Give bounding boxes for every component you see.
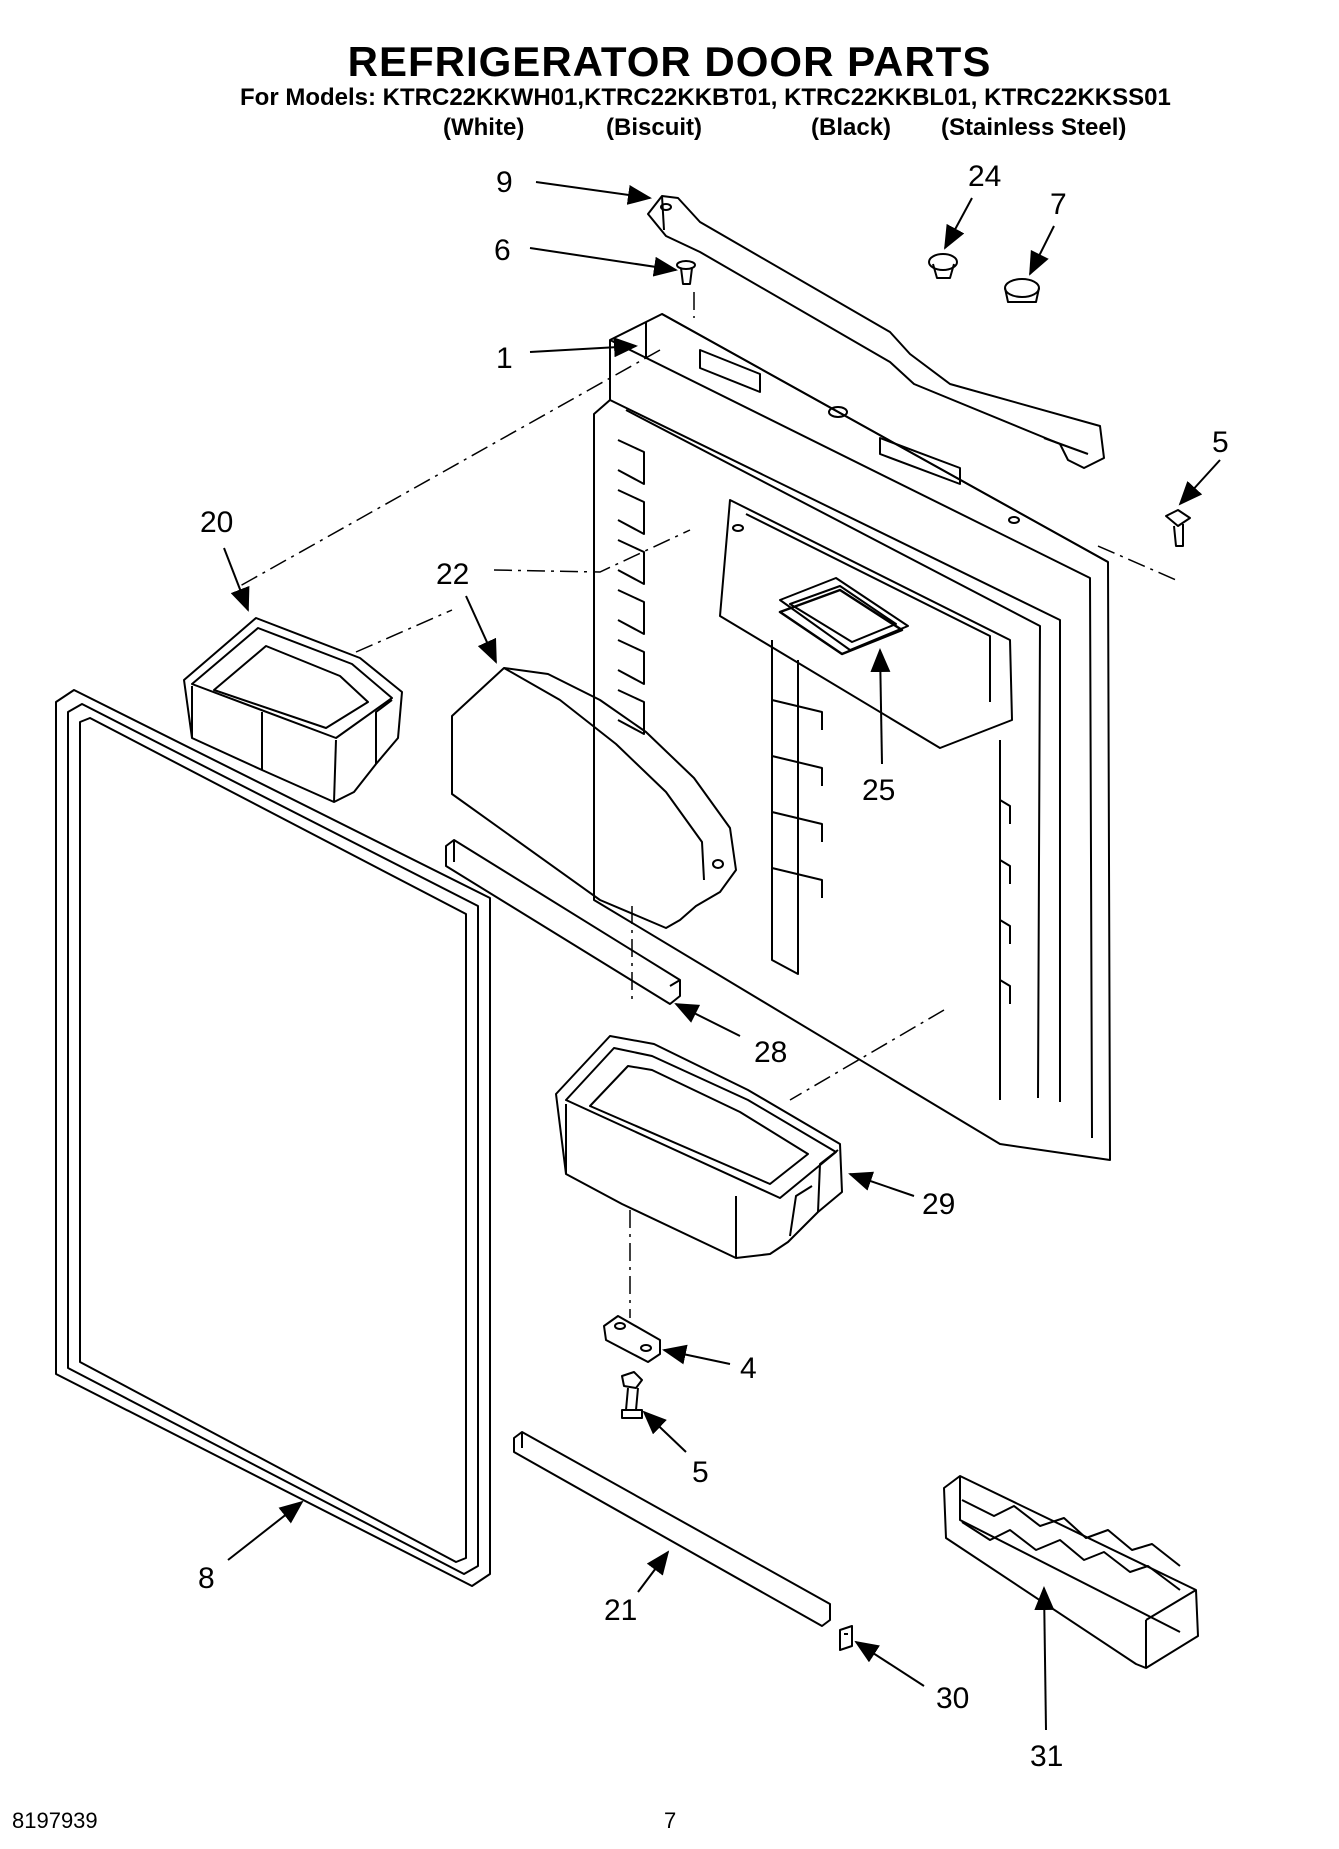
- leader-28: [674, 1003, 741, 1037]
- leader-8: [227, 1500, 304, 1561]
- callout-30: 30: [936, 1682, 969, 1715]
- part-29-door-bin: [555, 1035, 843, 1259]
- part-28-trim-strip: [445, 839, 681, 1005]
- part-9-door-cap: [647, 195, 1105, 469]
- align-line-frame-to-gasket: [239, 349, 661, 587]
- leader-20: [223, 547, 250, 612]
- callout-5-bottom: 5: [692, 1456, 709, 1489]
- leader-25: [870, 648, 891, 765]
- callout-20: 20: [200, 506, 233, 539]
- callout-28: 28: [754, 1036, 787, 1069]
- models-line: For Models: KTRC22KKWH01,KTRC22KKBT01, K…: [240, 84, 1171, 111]
- part-6-screw: [676, 260, 696, 285]
- part-5-screw-bottom: [621, 1371, 643, 1419]
- align-line-bin-29: [789, 1009, 945, 1101]
- leader-30: [854, 1640, 925, 1687]
- variant-white: (White): [443, 114, 525, 141]
- leader-29: [848, 1171, 915, 1197]
- callout-8: 8: [198, 1562, 215, 1595]
- part-22-cover: [451, 667, 737, 929]
- callout-24: 24: [968, 160, 1001, 193]
- callout-6: 6: [494, 234, 511, 267]
- part-1-door-frame: [593, 313, 1111, 1161]
- part-31-egg-tray: [943, 1475, 1199, 1669]
- callout-21: 21: [604, 1594, 637, 1627]
- callout-22: 22: [436, 558, 469, 591]
- align-line-bin-20: [355, 609, 453, 653]
- leader-6: [529, 247, 678, 277]
- leader-22: [465, 595, 497, 664]
- leader-5-top: [1178, 459, 1221, 506]
- part-30-clip: [839, 1625, 853, 1651]
- callout-9: 9: [496, 166, 513, 199]
- part-5-screw-top: [1165, 509, 1191, 547]
- part-24-bushing: [928, 253, 958, 279]
- part-7-plug-button: [1004, 278, 1040, 303]
- variant-black: (Black): [811, 114, 892, 141]
- part-21-bottom-trim: [513, 1431, 831, 1627]
- leader-21: [637, 1550, 670, 1593]
- part-8-gasket: [55, 689, 491, 1587]
- callout-1: 1: [496, 342, 513, 375]
- part-20-door-bin: [183, 617, 403, 803]
- doc-number: 8197939: [12, 1808, 98, 1833]
- leader-31: [1034, 1586, 1055, 1731]
- callout-29: 29: [922, 1188, 955, 1221]
- leader-4: [662, 1344, 731, 1365]
- callout-4: 4: [740, 1352, 757, 1385]
- leader-7: [1029, 225, 1055, 276]
- align-line-screw: [1097, 545, 1177, 581]
- part-4-hinge: [603, 1315, 661, 1363]
- page-title: REFRIGERATOR DOOR PARTS: [347, 38, 992, 85]
- align-line-cover-22: [493, 529, 691, 573]
- callout-25: 25: [862, 774, 895, 807]
- page-number: 7: [664, 1808, 677, 1833]
- part-25-tray: [778, 588, 904, 656]
- leader-24: [944, 197, 973, 250]
- callout-31: 31: [1030, 1740, 1063, 1773]
- callout-5-top: 5: [1212, 426, 1229, 459]
- leader-1: [529, 337, 638, 358]
- leader-5-bottom: [642, 1410, 687, 1453]
- variant-biscuit: (Biscuit): [606, 114, 702, 141]
- variant-stainless-steel: (Stainless Steel): [941, 114, 1127, 141]
- leader-9: [535, 181, 652, 205]
- callout-7: 7: [1050, 188, 1067, 221]
